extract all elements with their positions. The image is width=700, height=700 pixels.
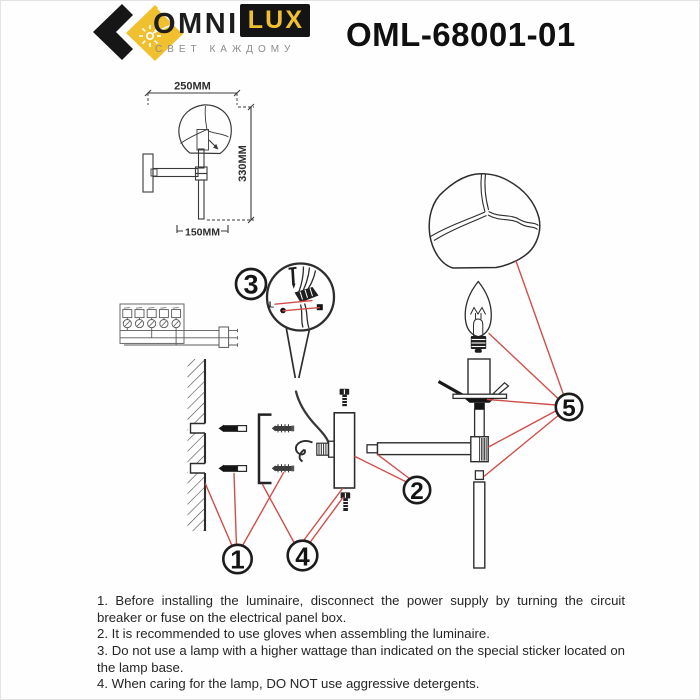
supply-wire <box>294 390 330 444</box>
mounting-screw-bottom <box>271 464 295 473</box>
wall-mounting-plate <box>333 411 356 489</box>
callout-2-number: 2 <box>410 478 424 505</box>
detail-balloon: L <box>265 262 336 379</box>
bulb-filament <box>470 306 487 315</box>
wall-section <box>187 359 207 531</box>
upper-rod <box>473 408 485 438</box>
glass-shade <box>428 173 541 269</box>
bulb-glass <box>464 280 492 338</box>
socket-tube <box>467 358 491 396</box>
instruction-item-1: 1. Before installing the luminaire, disc… <box>97 593 625 625</box>
terminal-2 <box>134 307 145 329</box>
detail-screw-icon <box>288 266 297 289</box>
terminal-1 <box>122 307 133 329</box>
wiring-schematic <box>119 303 238 348</box>
leader-lines <box>204 260 565 549</box>
depth-dimension-label: 150MM <box>185 227 220 239</box>
callout-4-number: 4 <box>295 541 310 571</box>
threaded-nipple <box>316 440 336 458</box>
mini-shade <box>178 104 232 155</box>
callout-2: 2 <box>402 475 432 505</box>
mounting-screw-top <box>271 424 295 433</box>
wall-hatching <box>187 359 205 531</box>
terminal-letter-label: L <box>269 300 274 310</box>
brand-logo-icon <box>93 4 184 61</box>
brand-tagline: СВЕТ КАЖДОМУ <box>155 44 296 55</box>
expansion-anchor-bottom <box>218 464 248 473</box>
lower-rod <box>473 470 486 569</box>
callout-5: 5 <box>554 392 584 422</box>
instructions-block: 1. Before installing the luminaire, disc… <box>97 593 625 693</box>
arm-connector <box>470 436 489 463</box>
lamp-arm <box>366 442 474 456</box>
wall-drill-hole <box>189 462 205 474</box>
plate-screw-top <box>339 388 350 407</box>
wire-hook <box>294 440 313 463</box>
brand-badge: LUX <box>240 4 310 37</box>
instruction-item-4: 4. When caring for the lamp, DO NOT use … <box>97 676 480 692</box>
shade-seams <box>430 173 539 241</box>
sunburst-icon <box>139 22 177 47</box>
mini-wall-plate <box>142 153 154 193</box>
callout-1-number: 1 <box>230 545 244 575</box>
logo-chevron-icon <box>93 4 133 60</box>
terminal-3 <box>146 307 157 329</box>
instruction-item-2: 2. It is recommended to use gloves when … <box>97 626 490 642</box>
socket-assembly <box>437 358 510 410</box>
mounting-bracket <box>257 413 272 485</box>
shade-outline <box>428 173 541 269</box>
callout-4: 4 <box>286 539 319 572</box>
socket-flange <box>452 393 508 400</box>
instruction-item-3: 3. Do not use a lamp with a higher watta… <box>97 642 625 675</box>
dimension-drawing: 250MM 330MM 150MM <box>142 81 255 239</box>
width-dimension-label: 250MM <box>174 81 211 93</box>
expansion-anchor-top <box>218 424 248 433</box>
terminal-5 <box>171 307 182 329</box>
wall-drill-hole <box>189 422 205 434</box>
logo-slash <box>157 7 183 33</box>
socket-flag <box>491 382 510 395</box>
terminal-4 <box>158 307 169 329</box>
height-dimension-label: 330MM <box>237 145 249 182</box>
callout-3-number: 3 <box>243 270 258 300</box>
callout-1: 1 <box>222 543 254 575</box>
callout-5-number: 5 <box>562 395 576 422</box>
brand-name: OMNI <box>153 8 239 40</box>
callout-3: 3 <box>234 267 268 301</box>
plate-screw-bottom <box>340 492 351 511</box>
product-code: OML-68001-01 <box>346 16 576 53</box>
candle-bulb <box>464 280 492 353</box>
